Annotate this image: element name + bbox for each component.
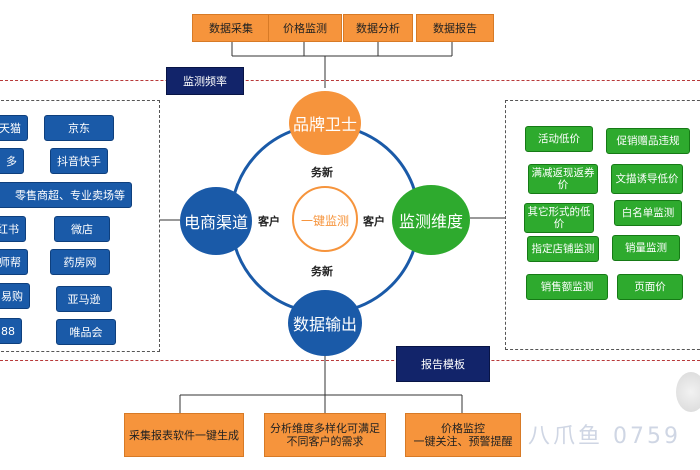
dimension-box: 文描诱导低价 (611, 164, 683, 194)
node-brand-guard: 品牌卫士 (289, 91, 361, 155)
dashed-rule-bottom (0, 360, 700, 361)
node-data-output: 数据输出 (288, 290, 362, 356)
channel-box: 零售商超、专业卖场等 (0, 182, 132, 208)
cycle-label-bottom: 务新 (311, 265, 333, 278)
cycle-label-left: 客户 (258, 215, 280, 228)
bottom-box-price-alert: 价格监控 一键关注、预警提醒 (405, 413, 521, 457)
bottom-box-line1: 采集报表软件一键生成 (129, 428, 239, 442)
report-template-label: 报告模板 (396, 346, 490, 382)
watermark-logo (676, 372, 700, 412)
bottom-box-line1: 价格监控 (441, 422, 485, 435)
top-box-data-analysis: 数据分析 (343, 14, 413, 42)
top-box-data-report: 数据报告 (416, 14, 494, 42)
dimension-panel (505, 100, 700, 350)
channel-box: 师帮 (0, 249, 28, 275)
channel-box: 88 (0, 318, 22, 344)
dimension-box: 活动低价 (525, 126, 593, 152)
dimension-box: 销量监测 (612, 235, 680, 261)
channel-box: 天猫 (0, 115, 28, 141)
channel-box: 多 (0, 148, 24, 174)
top-box-price-monitor: 价格监测 (268, 14, 342, 42)
monitor-frequency-label: 监测频率 (166, 67, 244, 95)
core-label: 一键监测 (300, 214, 349, 228)
dimension-box: 满减返现返券价 (528, 164, 598, 194)
dimension-box: 白名单监测 (614, 200, 682, 226)
cycle-label-top: 务新 (311, 166, 333, 179)
channel-box: 易购 (0, 283, 30, 309)
bottom-box-line2: 一键关注、预警提醒 (413, 435, 513, 448)
dimension-box: 其它形式的低价 (524, 203, 594, 233)
top-box-data-collection: 数据采集 (192, 14, 270, 42)
bottom-box-line2: 不同客户的需求 (286, 435, 364, 448)
dimension-box: 促销赠品违规 (606, 128, 690, 154)
channel-box: 亚马逊 (56, 286, 112, 312)
dimension-box: 指定店铺监测 (527, 236, 599, 262)
cycle-label-right: 客户 (363, 215, 385, 228)
bottom-box-report-software: 采集报表软件一键生成 (124, 413, 244, 457)
channel-panel (0, 100, 160, 352)
channel-box: 京东 (44, 115, 114, 141)
dashed-rule-top (0, 80, 700, 81)
dimension-box: 销售额监测 (526, 274, 608, 300)
bottom-box-analysis-dimension: 分析维度多样化可满足 不同客户的需求 (264, 413, 386, 457)
channel-box: 抖音快手 (50, 148, 108, 174)
bottom-box-line1: 分析维度多样化可满足 (270, 422, 380, 435)
channel-box: 微店 (54, 216, 110, 242)
channel-box: 唯品会 (56, 319, 116, 345)
channel-box: 药房网 (50, 249, 110, 275)
watermark: 八爪鱼 0759 (528, 424, 681, 449)
channel-box: 红书 (0, 216, 26, 242)
node-monitor-dimension: 监测维度 (392, 185, 470, 255)
dimension-box: 页面价 (617, 274, 683, 300)
node-ecommerce-channel: 电商渠道 (180, 187, 252, 255)
